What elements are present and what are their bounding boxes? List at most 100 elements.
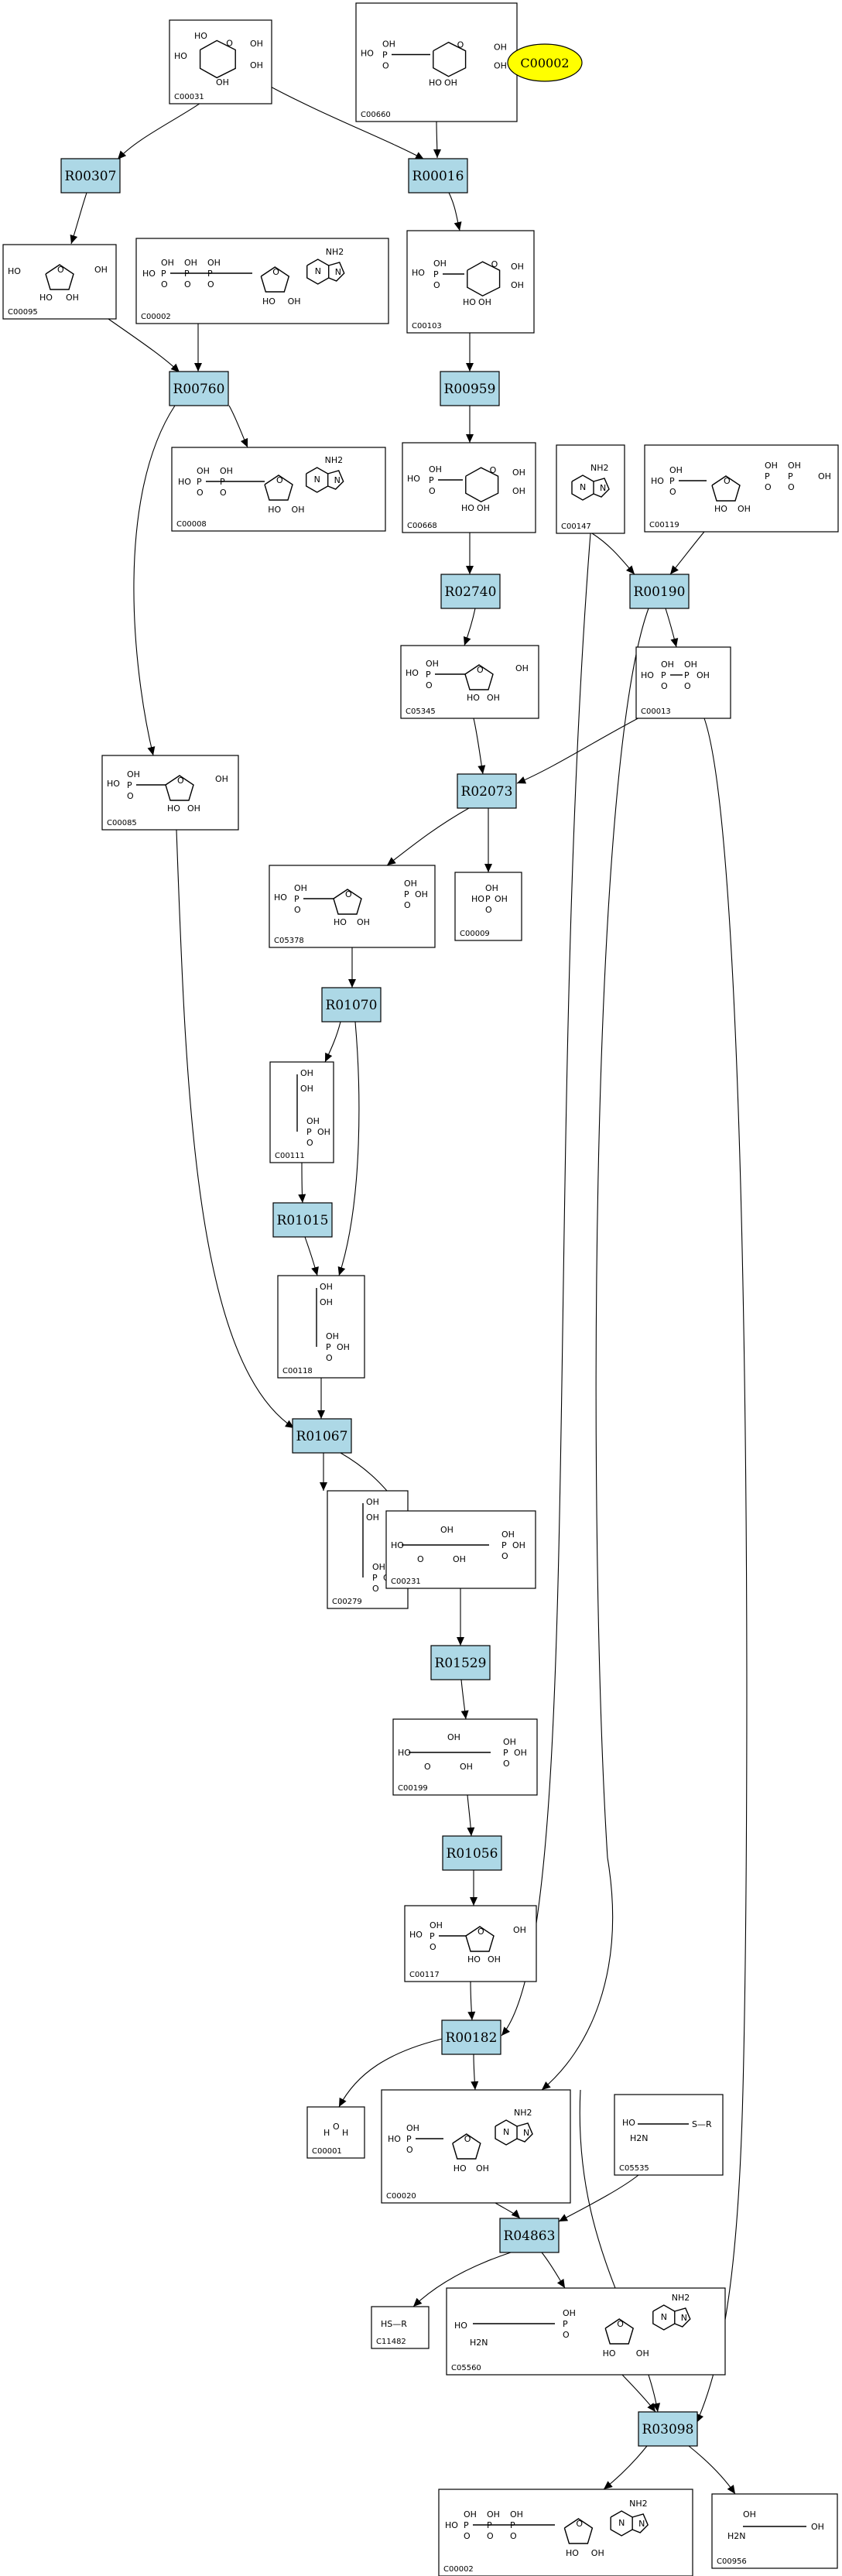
reaction-node[interactable]: R00307 — [60, 158, 121, 194]
compound-box[interactable] — [371, 2306, 430, 2349]
reaction-node[interactable]: R01529 — [430, 1645, 491, 1680]
reaction-node[interactable]: R00959 — [440, 371, 500, 406]
reaction-box[interactable] — [408, 158, 468, 194]
reaction-box[interactable] — [169, 371, 229, 406]
compound-box[interactable] — [392, 1718, 538, 1796]
compound-box[interactable] — [644, 444, 839, 533]
atom-label: O — [276, 475, 283, 485]
atom-label: OH — [515, 663, 529, 673]
compound-box[interactable] — [277, 1275, 365, 1379]
atom-label: HO — [641, 670, 654, 680]
compound-box[interactable] — [269, 1061, 334, 1163]
atom-label: O — [306, 1138, 313, 1148]
reaction-box[interactable] — [430, 1645, 491, 1680]
atom-label: O — [669, 487, 676, 497]
reaction-box[interactable] — [440, 574, 501, 609]
reaction-box[interactable] — [321, 987, 382, 1023]
reaction-node[interactable]: R02740 — [440, 574, 501, 609]
atom-label: P — [372, 1573, 378, 1583]
compound-box[interactable] — [381, 2089, 571, 2204]
reaction-node[interactable]: R00016 — [408, 158, 468, 194]
atom-label: OH — [765, 461, 778, 471]
atom-label: H2N — [470, 2338, 488, 2348]
atom-label: P — [501, 1540, 507, 1550]
compound-box[interactable] — [402, 442, 536, 533]
atom-label: P — [306, 1127, 312, 1137]
compound-box[interactable] — [385, 1510, 536, 1589]
compound-box[interactable] — [614, 2094, 724, 2176]
compound-box[interactable] — [454, 872, 522, 941]
reaction-label: R02740 — [445, 584, 497, 600]
reaction-node[interactable]: R01067 — [292, 1418, 352, 1454]
compound-box[interactable] — [446, 2287, 726, 2376]
compound-box[interactable] — [635, 646, 731, 719]
reaction-box[interactable] — [499, 2218, 560, 2253]
compound-box[interactable] — [711, 2493, 838, 2569]
compound-box[interactable] — [400, 645, 539, 719]
compound-box[interactable] — [406, 230, 535, 334]
compound-box[interactable] — [169, 19, 272, 104]
reaction-node[interactable]: R02073 — [457, 773, 517, 809]
reaction-box[interactable] — [442, 1835, 502, 1871]
compound-box[interactable] — [2, 244, 117, 320]
reaction-node[interactable]: R00190 — [629, 574, 690, 609]
reaction-box[interactable] — [292, 1418, 352, 1454]
atom-label: OH — [250, 39, 263, 49]
reaction-node[interactable]: R04863 — [499, 2218, 560, 2253]
highlight-ellipse[interactable] — [507, 43, 583, 82]
reaction-node[interactable]: R01015 — [272, 1202, 333, 1238]
reaction-box[interactable] — [629, 574, 690, 609]
reaction-node[interactable]: R00760 — [169, 371, 229, 406]
arrow-head — [147, 746, 156, 755]
reaction-box[interactable] — [457, 773, 517, 809]
reaction-node[interactable]: R01056 — [442, 1835, 502, 1871]
reaction-node[interactable]: R00182 — [441, 2019, 501, 2055]
compound-box[interactable] — [355, 2, 518, 122]
compound-box[interactable] — [404, 1905, 537, 1982]
reaction-box[interactable] — [272, 1202, 333, 1238]
compound-box[interactable] — [101, 755, 239, 831]
reaction-node[interactable]: R03098 — [638, 2411, 698, 2447]
compound-box[interactable] — [269, 865, 436, 948]
reaction-box[interactable] — [441, 2019, 501, 2055]
reaction-node[interactable]: R01070 — [321, 987, 382, 1023]
reaction-box[interactable] — [60, 158, 121, 194]
compound-box[interactable] — [171, 447, 386, 532]
reaction-box[interactable] — [638, 2411, 698, 2447]
compound-box[interactable] — [556, 444, 625, 534]
highlight-node[interactable]: C00002 — [507, 43, 583, 82]
bond-line — [264, 474, 293, 501]
atom-label: P — [669, 476, 675, 486]
arrow-head — [325, 1052, 333, 1062]
reaction-label: R00016 — [412, 169, 464, 184]
atom-label: HO — [445, 2520, 458, 2530]
reaction-box[interactable] — [440, 371, 500, 406]
compound-box[interactable] — [306, 2106, 365, 2159]
